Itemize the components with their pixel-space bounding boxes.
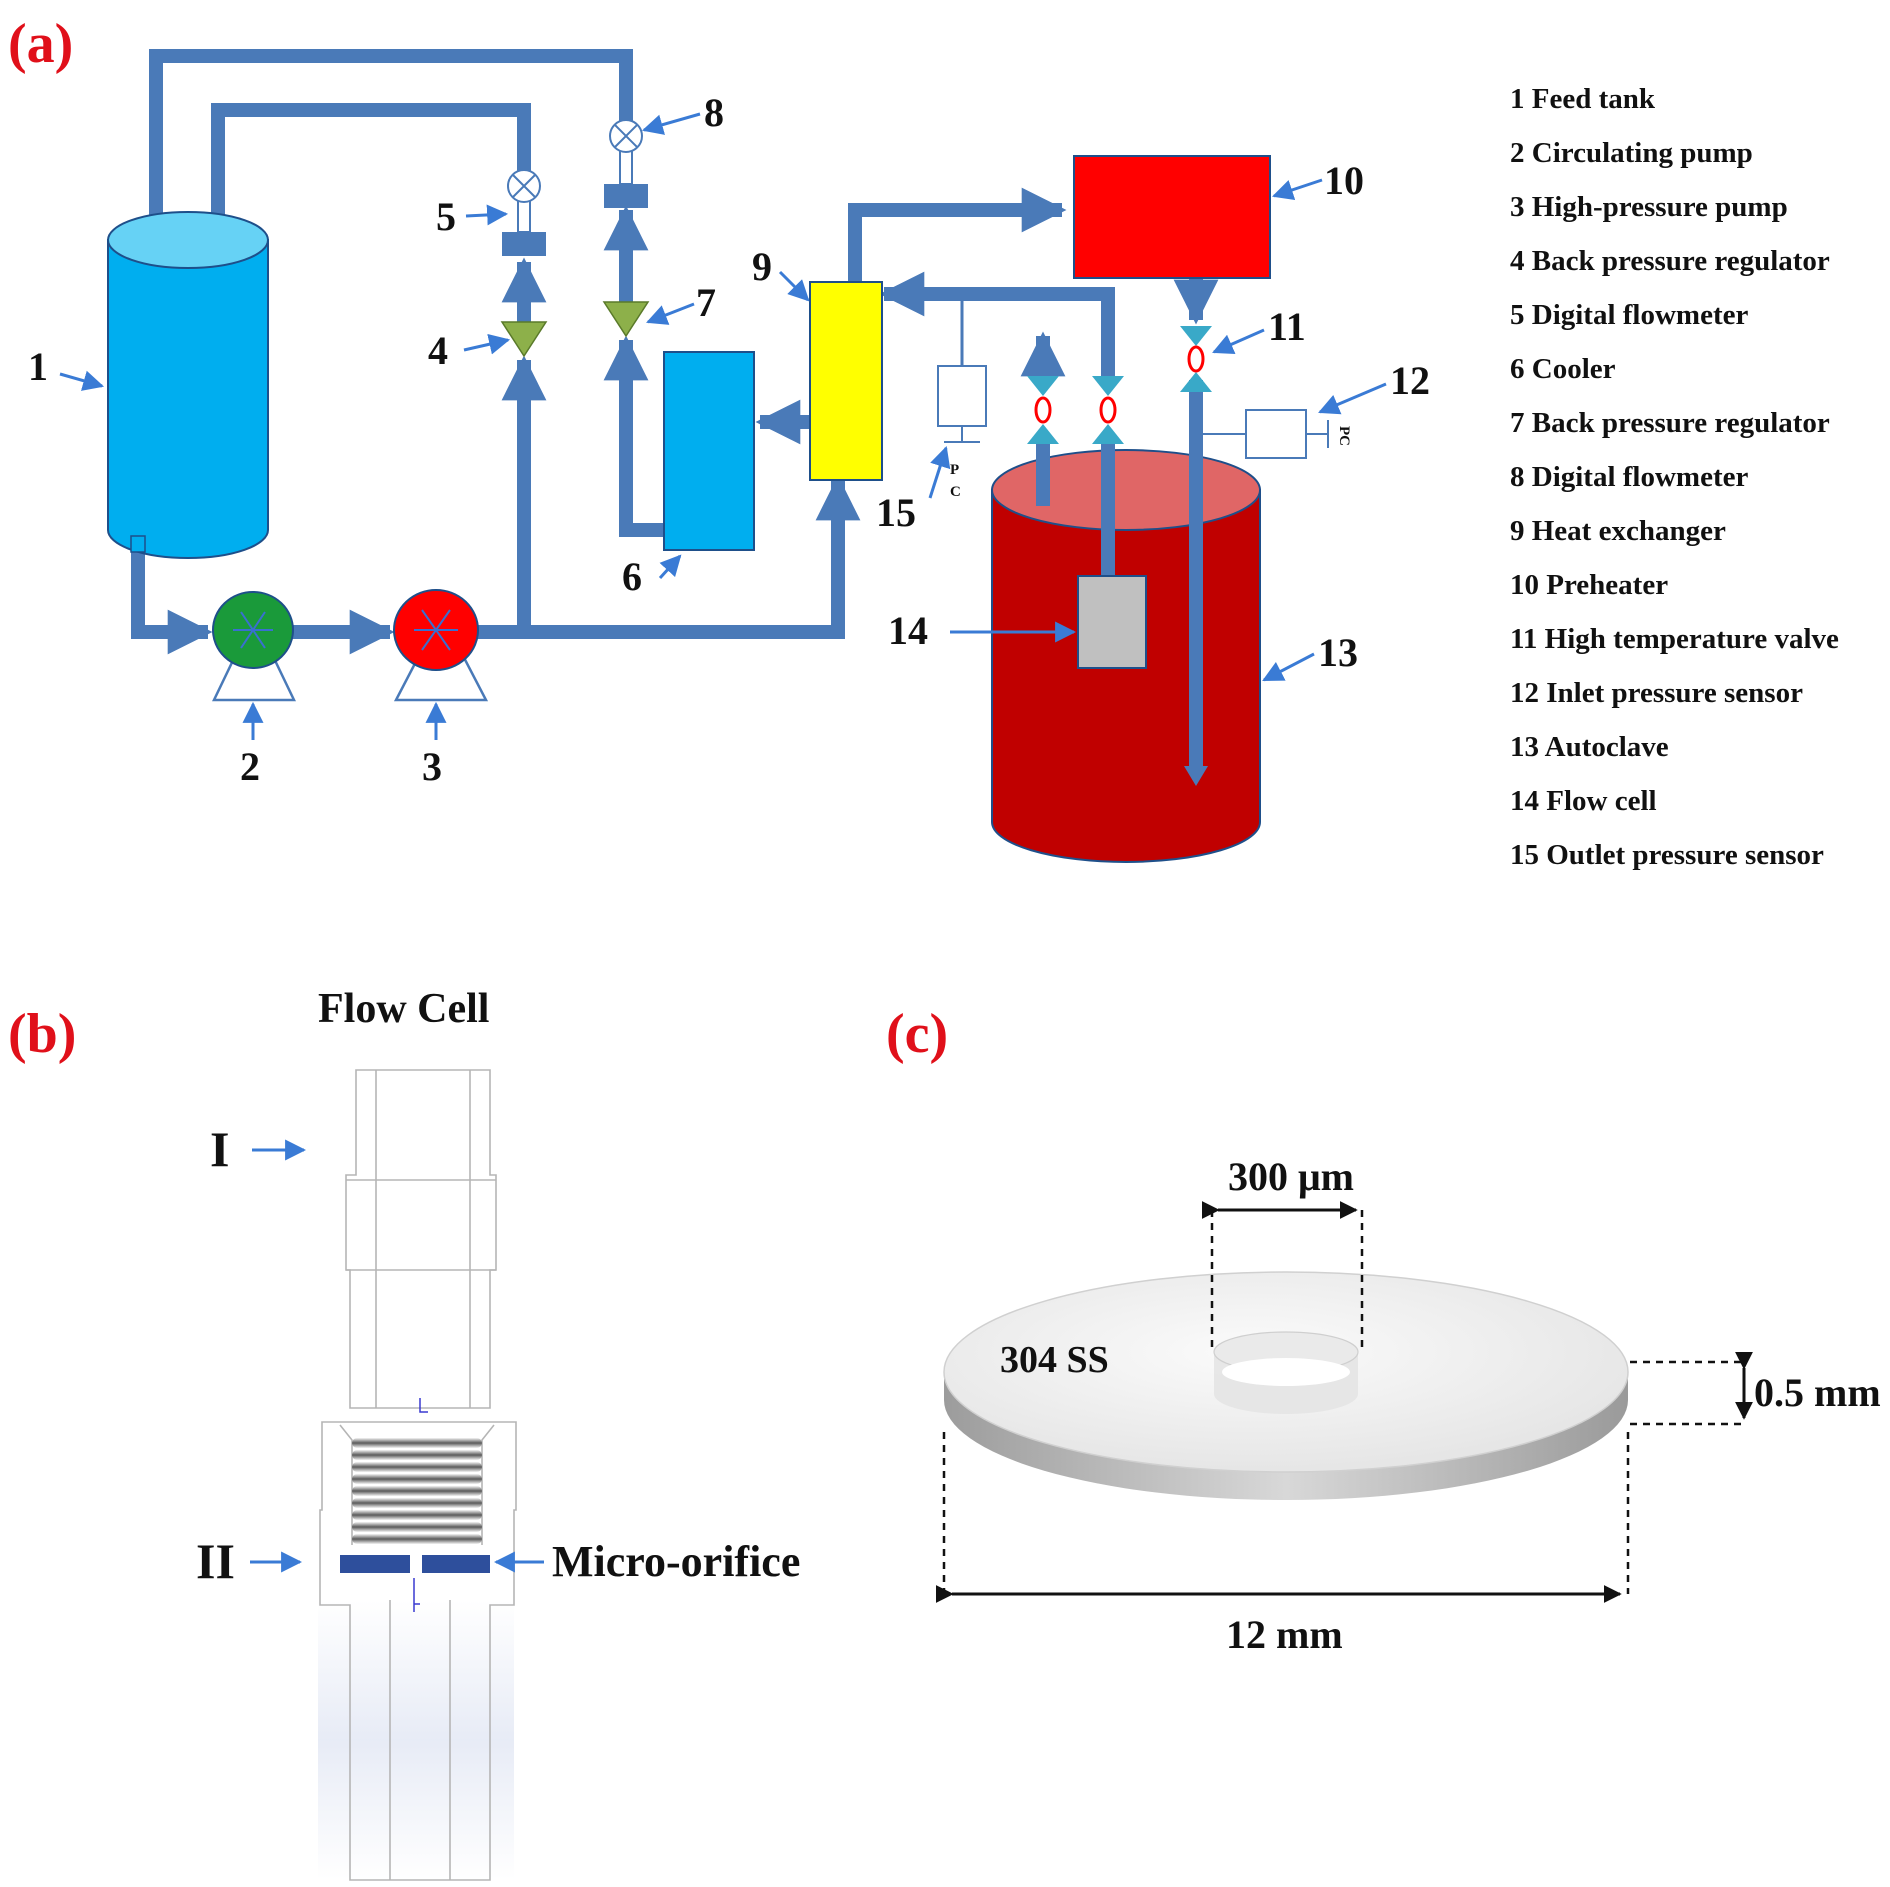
num-13: 13 xyxy=(1318,630,1358,675)
num-7: 7 xyxy=(696,280,716,325)
legend-item: 9 Heat exchanger xyxy=(1510,515,1726,547)
flow-cell-part-1: I xyxy=(210,1121,229,1177)
panel-label-b: (b) xyxy=(8,1003,76,1065)
disc-material-label: 304 SS xyxy=(1000,1339,1109,1381)
legend-item: 11 High temperature valve xyxy=(1510,623,1839,655)
feed-tank xyxy=(107,211,269,559)
autoclave-valve-right xyxy=(1092,376,1124,444)
leader-arrows xyxy=(59,112,1387,740)
flow-cell-drawing xyxy=(318,1069,517,1881)
regulator-7 xyxy=(602,301,650,338)
disc-drawing xyxy=(943,1271,1629,1500)
legend-item: 5 Digital flowmeter xyxy=(1510,299,1748,331)
legend-item: 12 Inlet pressure sensor xyxy=(1510,677,1803,709)
num-4: 4 xyxy=(428,328,448,373)
thread-rods xyxy=(352,1438,482,1544)
cooler xyxy=(663,351,755,551)
flowmeter-5 xyxy=(502,169,546,256)
circulating-pump xyxy=(212,591,296,702)
flow-cell-part-2: II xyxy=(196,1533,235,1589)
disc-diameter-label: 12 mm xyxy=(1226,1612,1343,1657)
panel-label-c: (c) xyxy=(886,1003,948,1065)
flow-cell-title: Flow Cell xyxy=(318,986,489,1032)
num-9: 9 xyxy=(752,244,772,289)
legend-item: 1 Feed tank xyxy=(1510,83,1656,115)
sensor-12-label: PC xyxy=(1336,426,1352,446)
sensor-15-label-c: C xyxy=(950,484,961,500)
heat-exchanger xyxy=(809,281,883,481)
flowmeter-8 xyxy=(604,119,648,208)
num-2: 2 xyxy=(240,744,260,789)
num-1: 1 xyxy=(28,344,48,389)
num-11: 11 xyxy=(1268,304,1306,349)
legend-item: 15 Outlet pressure sensor xyxy=(1510,839,1824,871)
schematic-numbers: 1 2 3 4 5 6 7 8 9 10 11 12 13 14 15 xyxy=(28,90,1430,789)
num-12: 12 xyxy=(1390,358,1430,403)
num-14: 14 xyxy=(888,608,928,653)
outlet-pressure-sensor: P C xyxy=(937,294,987,500)
preheater xyxy=(1073,155,1271,279)
orifice-diameter-label: 300 μm xyxy=(1228,1154,1354,1199)
regulator-4 xyxy=(500,321,548,358)
legend-item: 14 Flow cell xyxy=(1510,785,1657,817)
autoclave xyxy=(991,380,1261,863)
num-5: 5 xyxy=(436,194,456,239)
num-15: 15 xyxy=(876,490,916,535)
legend-item: 4 Back pressure regulator xyxy=(1510,245,1830,277)
autoclave-valve-left xyxy=(1027,376,1059,444)
legend-item: 13 Autoclave xyxy=(1510,731,1669,763)
legend: 1 Feed tank 2 Circulating pump 3 High-pr… xyxy=(1510,83,1839,871)
sensor-15-label-p: P xyxy=(950,462,959,478)
num-10: 10 xyxy=(1324,158,1364,203)
inlet-pressure-sensor: PC xyxy=(1203,409,1352,459)
flow-cell-box xyxy=(1077,575,1147,669)
legend-item: 10 Preheater xyxy=(1510,569,1668,601)
num-8: 8 xyxy=(704,90,724,135)
micro-orifice-plate xyxy=(340,1555,490,1612)
legend-item: 8 Digital flowmeter xyxy=(1510,461,1748,493)
num-3: 3 xyxy=(422,744,442,789)
valve-11 xyxy=(1180,326,1212,392)
micro-orifice-label: Micro-orifice xyxy=(552,1537,800,1586)
high-pressure-pump xyxy=(393,589,489,702)
legend-item: 2 Circulating pump xyxy=(1510,137,1753,169)
legend-item: 6 Cooler xyxy=(1510,353,1616,385)
disc-dimensions xyxy=(935,1201,1753,1603)
panel-label-a: (a) xyxy=(8,13,73,75)
disc-thickness-label: 0.5 mm xyxy=(1754,1370,1881,1415)
legend-item: 7 Back pressure regulator xyxy=(1510,407,1830,439)
legend-item: 3 High-pressure pump xyxy=(1510,191,1788,223)
num-6: 6 xyxy=(622,554,642,599)
